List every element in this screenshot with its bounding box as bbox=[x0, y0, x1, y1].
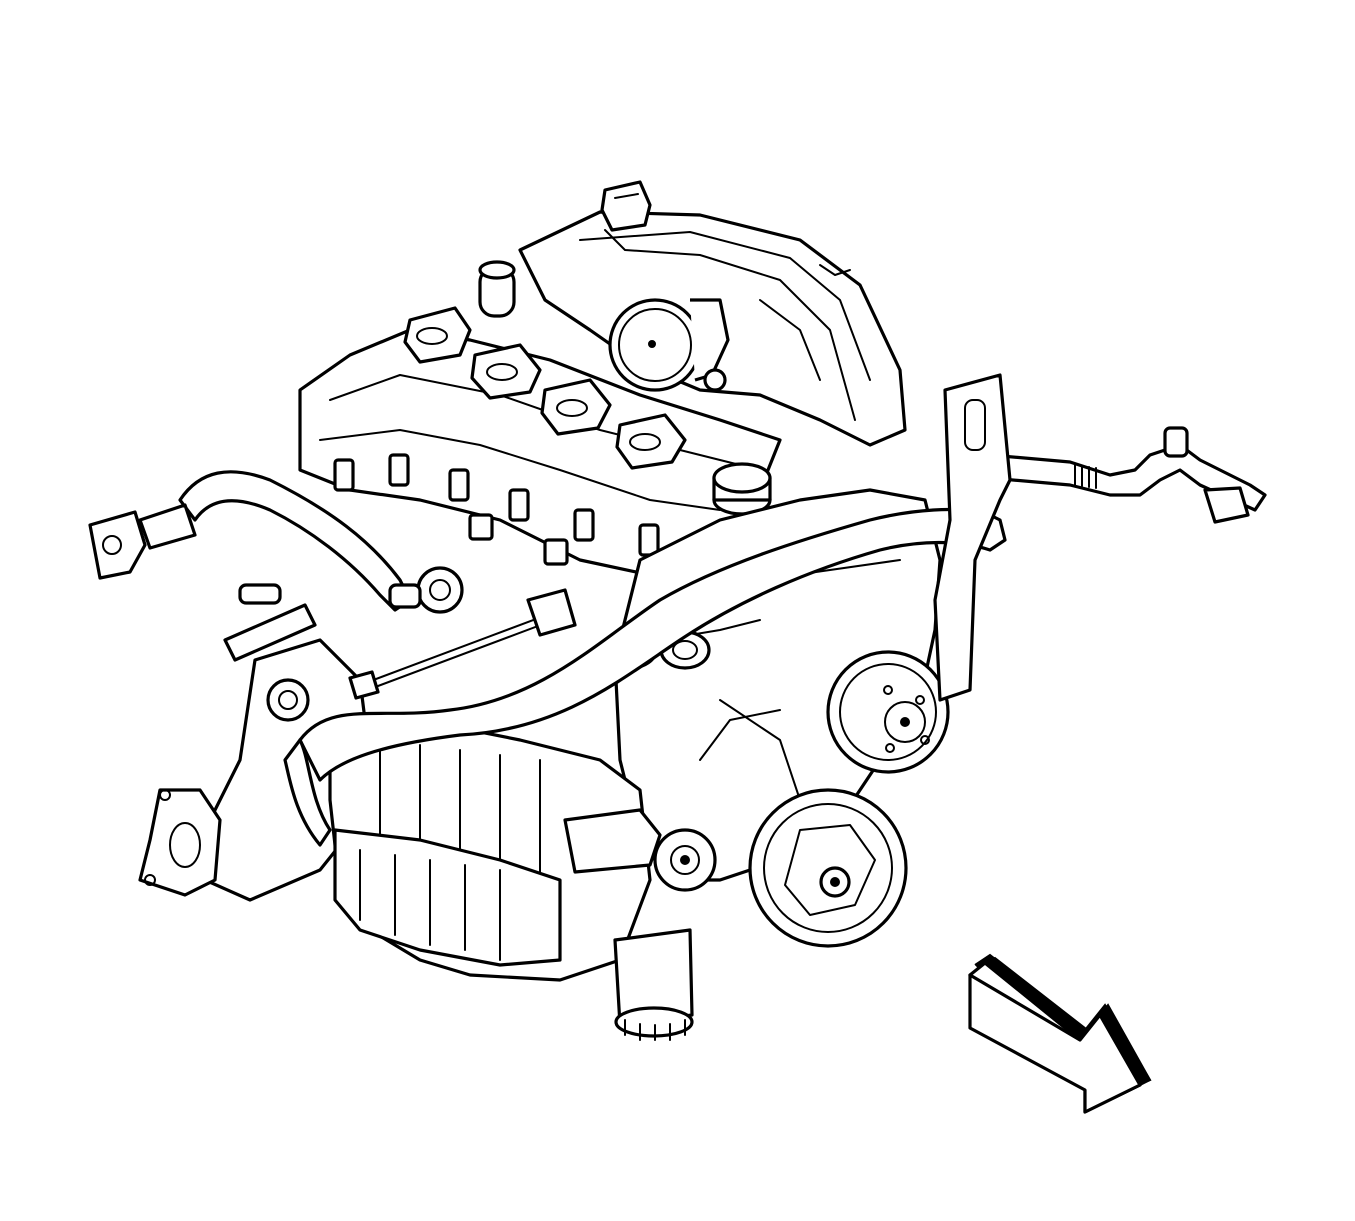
front-direction-arrow-icon bbox=[968, 953, 1152, 1114]
dipstick-tube bbox=[348, 588, 577, 700]
oil-pan bbox=[333, 828, 562, 967]
crankshaft-balancer bbox=[748, 788, 908, 948]
oil-filler-cap bbox=[712, 462, 772, 516]
coolant-pipe-right bbox=[988, 426, 1267, 524]
support-bracket bbox=[933, 373, 1012, 702]
heater-hose bbox=[178, 470, 1007, 847]
cover-bolts bbox=[333, 453, 660, 566]
throttle-body bbox=[608, 298, 730, 392]
hose-clamp-left bbox=[88, 503, 197, 580]
oil-filter bbox=[613, 928, 694, 1041]
exhaust-flange bbox=[138, 788, 222, 897]
ignition-coils bbox=[403, 306, 687, 470]
breather-tube bbox=[478, 260, 516, 318]
water-pump-pulley bbox=[826, 650, 950, 774]
vacuum-fitting bbox=[223, 583, 317, 662]
coolant-outlet bbox=[388, 566, 464, 614]
tensioner-pulley bbox=[563, 808, 717, 892]
map-sensor-connector bbox=[600, 180, 652, 232]
